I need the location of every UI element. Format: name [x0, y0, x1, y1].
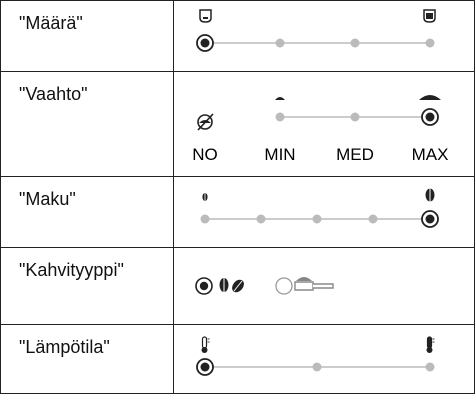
temperature-knob-selected[interactable]: [196, 358, 215, 376]
foam-knob-selected[interactable]: [421, 108, 440, 126]
coffee-type-label-cell: "Kahvityyppi": [0, 247, 175, 325]
amount-stop-4[interactable]: [425, 38, 435, 48]
foam-stop-min[interactable]: [275, 112, 285, 122]
row-temperature: "Lämpötila": [0, 324, 475, 394]
row-coffee-type: "Kahvityyppi": [0, 247, 475, 325]
temperature-stop-2[interactable]: [312, 362, 322, 372]
foam-stop-med[interactable]: [350, 112, 360, 122]
taste-slider-cell: [173, 176, 475, 248]
temperature-stop-3[interactable]: [425, 362, 435, 372]
amount-label-cell: "Määrä": [0, 0, 175, 72]
ground-coffee-scoop-icon[interactable]: [294, 277, 334, 291]
foam-slider[interactable]: NO MIN MED MAX: [174, 72, 472, 176]
radio-ground[interactable]: [275, 277, 293, 295]
amount-slider-cell: [173, 0, 475, 72]
coffee-type-label: "Kahvityyppi": [19, 260, 124, 280]
radio-beans-selected[interactable]: [195, 277, 213, 295]
amount-knob-selected[interactable]: [196, 34, 215, 52]
no-foam-icon: [197, 113, 214, 131]
bean-small-icon: [202, 193, 208, 201]
amount-slider[interactable]: [174, 1, 472, 71]
thermometer-high-icon: [426, 336, 435, 353]
bean-large-icon: [425, 188, 435, 202]
temperature-slider-cell: [173, 324, 475, 394]
taste-stop-3[interactable]: [312, 214, 322, 224]
row-amount: "Määrä": [0, 0, 475, 72]
taste-label-cell: "Maku": [0, 176, 175, 248]
coffee-type-options-cell: [173, 247, 475, 325]
foam-level-no: NO: [192, 145, 218, 164]
taste-label: "Maku": [19, 189, 76, 209]
cup-small-icon: [199, 9, 212, 23]
foam-level-max: MAX: [412, 145, 449, 164]
taste-stop-1[interactable]: [200, 214, 210, 224]
temperature-label-cell: "Lämpötila": [0, 324, 175, 394]
foam-level-med: MED: [336, 145, 374, 164]
foam-large-icon: [419, 95, 442, 100]
amount-stop-3[interactable]: [350, 38, 360, 48]
foam-label: "Vaahto": [19, 84, 88, 104]
taste-stop-4[interactable]: [368, 214, 378, 224]
temperature-slider[interactable]: [174, 325, 472, 393]
coffee-beans-icon[interactable]: [219, 277, 247, 294]
temperature-label: "Lämpötila": [19, 337, 110, 357]
foam-label-cell: "Vaahto": [0, 71, 175, 177]
amount-stop-2[interactable]: [275, 38, 285, 48]
row-foam: "Vaahto": [0, 71, 475, 177]
coffee-type-selector[interactable]: [174, 248, 472, 324]
foam-level-min: MIN: [265, 145, 296, 164]
foam-slider-cell: NO MIN MED MAX: [173, 71, 475, 177]
thermometer-low-icon: [201, 336, 210, 353]
foam-small-icon: [275, 97, 286, 100]
taste-slider[interactable]: [174, 177, 472, 247]
row-taste: "Maku": [0, 176, 475, 248]
cup-large-icon: [423, 9, 436, 23]
taste-stop-2[interactable]: [256, 214, 266, 224]
amount-label: "Määrä": [19, 13, 83, 33]
taste-knob-selected[interactable]: [421, 210, 440, 228]
